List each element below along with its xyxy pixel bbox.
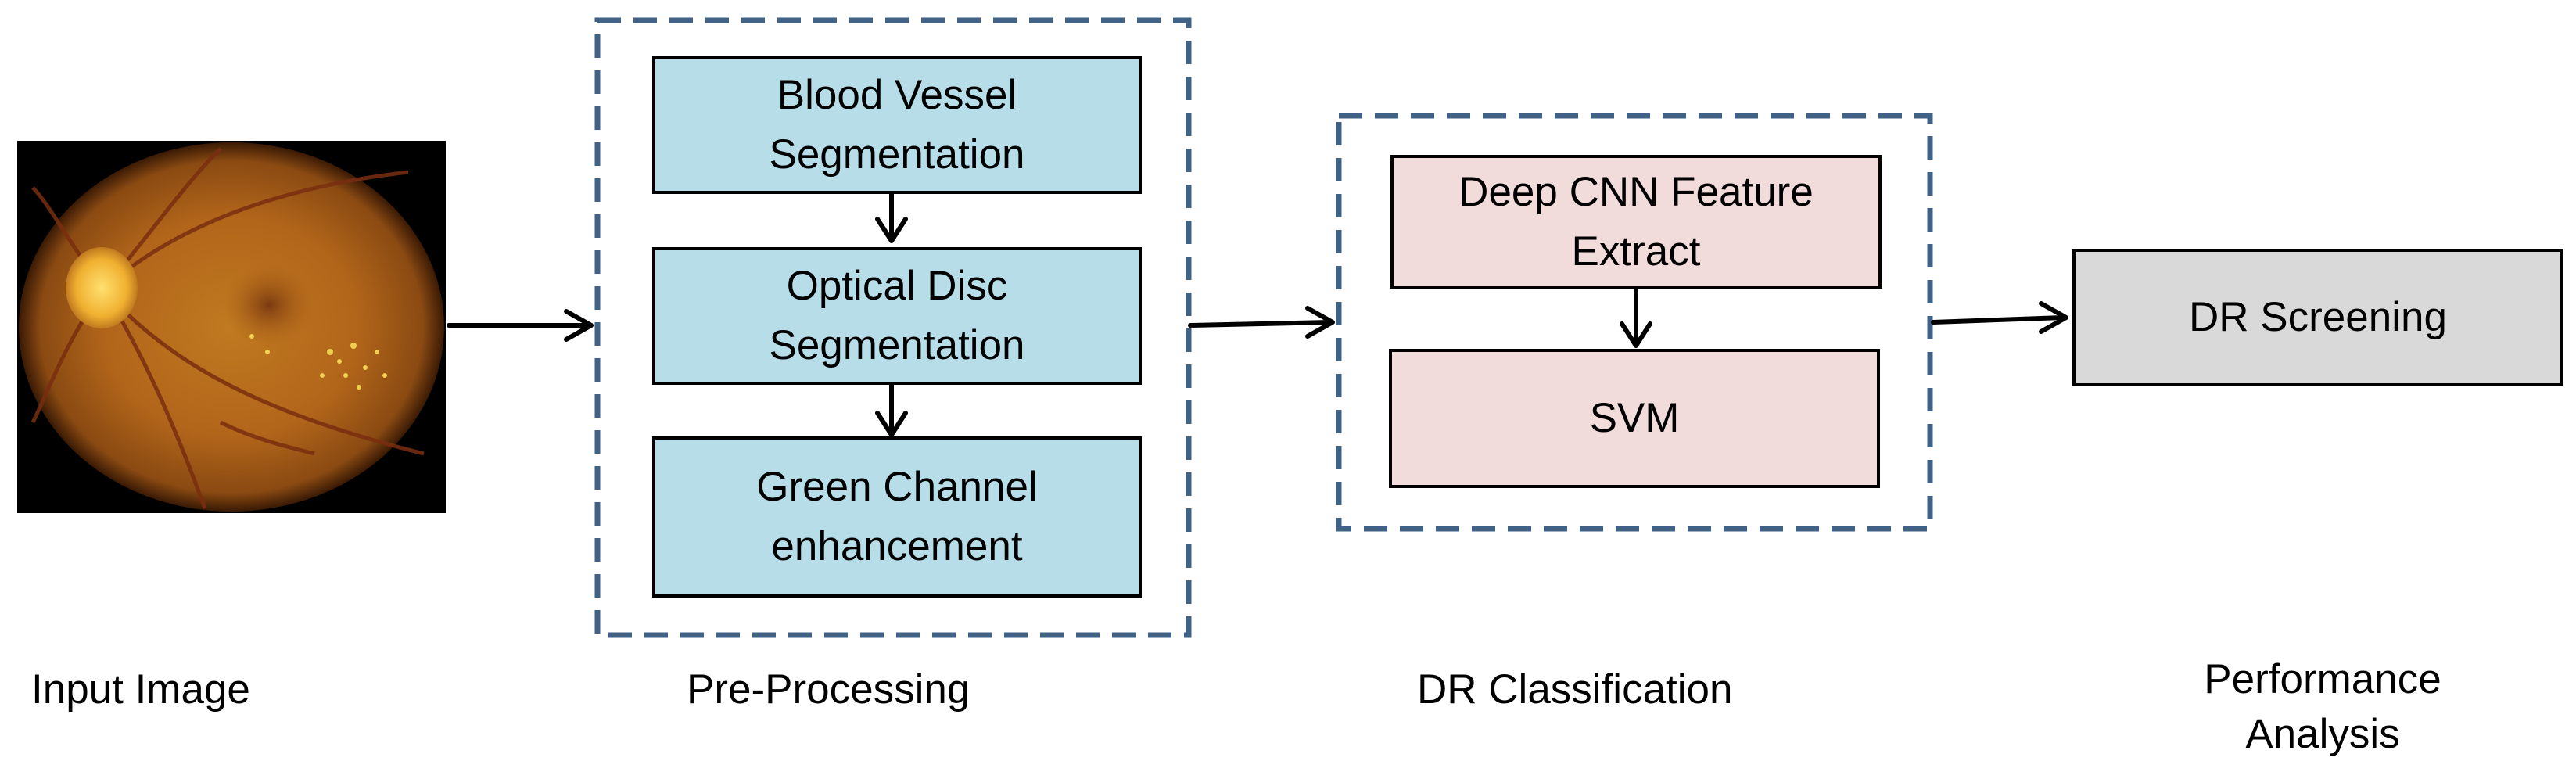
dr-screening-box: DR Screening (2072, 249, 2563, 386)
arrow-head-icon (1305, 306, 1335, 339)
step-label-line1: Green Channel (756, 464, 1038, 510)
caption-performance-analysis: Performance Analysis (2166, 652, 2479, 762)
fundus-input-image (17, 141, 446, 513)
step-label-line2: Extract (1571, 228, 1701, 275)
caption-pre-processing: Pre-Processing (687, 666, 970, 713)
svm-box: SVM (1389, 349, 1880, 488)
deep-cnn-feature-extract-box: Deep CNN Feature Extract (1390, 155, 1882, 289)
arrow-head-icon (875, 217, 908, 243)
step-label-line1: Blood Vessel (777, 72, 1017, 118)
arrow-preprocess-to-classification (1188, 320, 1332, 328)
step-label-line2: enhancement (771, 523, 1023, 569)
arrow-classification-to-output (1931, 315, 2065, 325)
step-label-line2: Segmentation (769, 322, 1025, 368)
caption-line1: Performance (2204, 656, 2441, 702)
caption-dr-classification: DR Classification (1417, 666, 1733, 713)
arrow-head-icon (2039, 301, 2068, 334)
arrow-head-icon (875, 411, 908, 437)
fundus-illustration (19, 142, 444, 512)
step-label-line1: Deep CNN Feature (1458, 169, 1814, 215)
caption-line2: Analysis (2245, 711, 2400, 757)
output-label: DR Screening (2189, 294, 2447, 340)
pre-processing-group (594, 17, 1192, 638)
step-label: SVM (1589, 395, 1680, 441)
dr-classification-group (1336, 113, 1933, 532)
optical-disc-segmentation-box: Optical Disc Segmentation (652, 247, 1142, 385)
arrow-head-icon (564, 309, 594, 342)
caption-input-image: Input Image (31, 666, 250, 713)
step-label-line1: Optical Disc (786, 263, 1008, 309)
blood-vessel-segmentation-box: Blood Vessel Segmentation (652, 56, 1142, 194)
step-label-line2: Segmentation (769, 131, 1025, 178)
arrow-head-icon (1620, 321, 1652, 348)
green-channel-enhancement-box: Green Channel enhancement (652, 436, 1142, 598)
